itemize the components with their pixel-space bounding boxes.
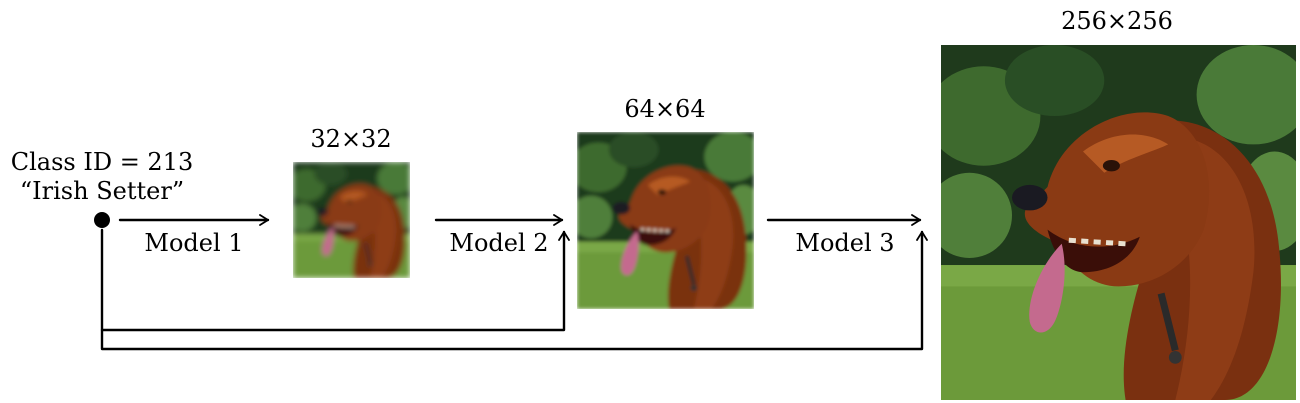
class-id-label: Class ID = 213 (11, 148, 194, 176)
resolution-32-label: 32×32 (310, 125, 391, 153)
model-1-label: Model 1 (144, 229, 243, 257)
class-name-label: “Irish Setter” (20, 177, 184, 205)
output-image-256 (927, 45, 1300, 400)
class-conditioning-to-model-2 (100, 228, 570, 332)
resolution-256-label: 256×256 (1061, 7, 1173, 35)
output-image-64 (577, 132, 754, 309)
model-2-label: Model 2 (449, 229, 548, 257)
model-3-label: Model 3 (795, 229, 894, 257)
input-node (94, 212, 110, 228)
resolution-64-label: 64×64 (624, 95, 705, 123)
class-conditioning-to-model-3 (100, 230, 928, 351)
output-image-32 (293, 162, 410, 278)
